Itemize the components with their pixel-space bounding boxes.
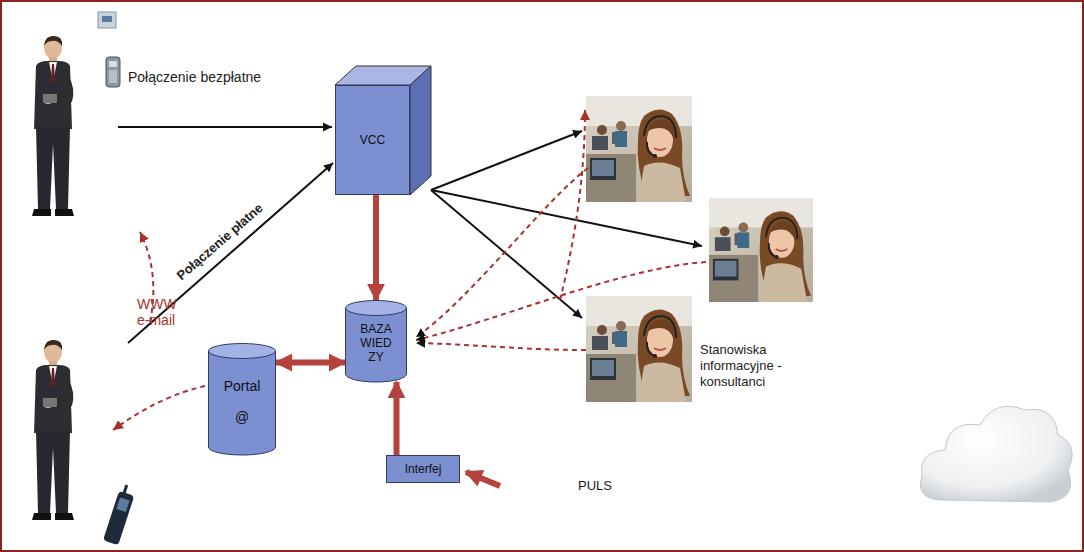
portal-cylinder: Portal @ [208, 343, 276, 455]
node-title: BAZA WIED ZY [353, 322, 399, 364]
cloud [920, 406, 1072, 502]
node-symbol: @ [235, 409, 249, 426]
node-title: Portal [224, 378, 261, 395]
call-label: Połączenie płatne [162, 190, 278, 294]
interface-box: Interfej [386, 455, 460, 483]
call-line [118, 126, 332, 128]
caller-figure [32, 340, 74, 520]
routing-line [431, 131, 582, 190]
phone-icon [106, 57, 120, 87]
channel-label: e-mail [137, 311, 175, 329]
workstation-label: Stanowiska informacyjne - konsultanci [700, 342, 830, 390]
cylinder-outline [208, 343, 276, 455]
consultant-photo [586, 296, 692, 402]
call-line [128, 163, 333, 343]
flow-arrow [394, 382, 400, 455]
consultant-photo [709, 198, 813, 302]
channel-label: WWW [137, 295, 177, 313]
node-title: VCC [360, 133, 385, 147]
caller-figure [32, 36, 74, 216]
feed-arrow [466, 472, 500, 486]
call-label: Połączenie bezpłatne [128, 68, 261, 86]
node-title: Interfej [405, 462, 442, 476]
switch-cube: VCC [335, 85, 410, 195]
query-line [416, 110, 706, 350]
flow-arrow [276, 360, 345, 366]
flow-arrow [373, 195, 379, 300]
mobile-phone [103, 483, 137, 545]
small-icon [98, 12, 116, 28]
cube-faces [335, 66, 431, 195]
database-cylinder: BAZA WIED ZY [345, 300, 407, 382]
consultant-photo [586, 96, 692, 202]
source-label: PULS [578, 478, 612, 494]
